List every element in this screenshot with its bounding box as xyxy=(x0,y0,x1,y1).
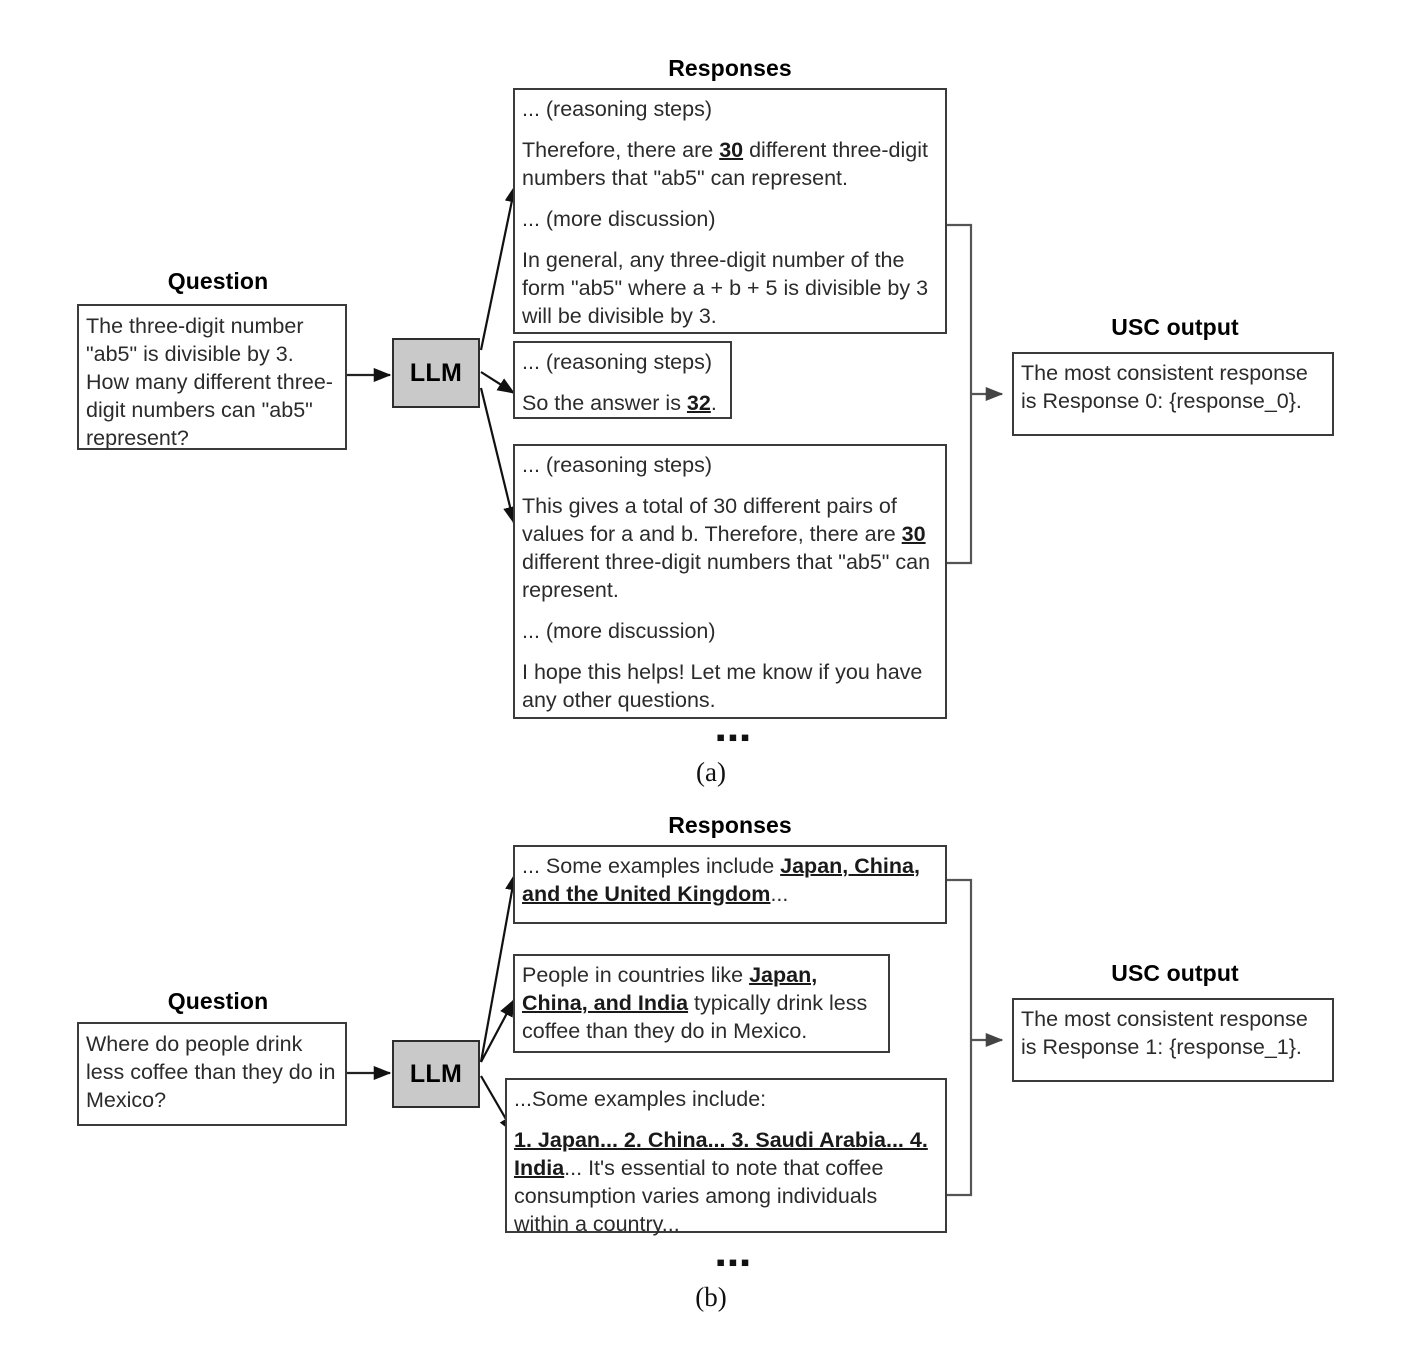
bracket-responses-b xyxy=(946,878,1004,1197)
arrow-llm-to-response-1-a xyxy=(480,371,516,394)
bracket-responses-a xyxy=(946,223,1004,565)
responses-header-b: Responses xyxy=(668,812,792,838)
usc-output-text-a: The most consistent response is Response… xyxy=(1021,361,1308,413)
response-box-a-0: ... (reasoning steps) Therefore, there ar… xyxy=(513,88,947,334)
response-box-a-1: ... (reasoning steps) So the answer is 32… xyxy=(513,341,732,419)
arrow-llm-to-response-1-b xyxy=(480,998,515,1063)
arrow-llm-to-response-0-a xyxy=(479,184,519,351)
question-text-a: The three-digit number "ab5" is divisibl… xyxy=(86,314,333,450)
arrow-llm-to-response-0-b xyxy=(479,872,520,1063)
response-a-1-para-0: ... (reasoning steps) xyxy=(522,350,713,374)
responses-header-a: Responses xyxy=(668,55,792,81)
response-a-2-para-0: ... (reasoning steps) xyxy=(522,453,713,477)
responses-ellipsis-b: ▪▪▪ xyxy=(716,1247,753,1277)
response-b-2-para-1: 1. Japan... 2. China... 3. Saudi Arabia.… xyxy=(514,1127,928,1236)
arrow-llm-to-response-2-a xyxy=(479,387,517,525)
response-box-b-0: ... Some examples include Japan, China, … xyxy=(513,845,947,924)
response-box-b-2: ...Some examples include: 1. Japan... 2. … xyxy=(505,1078,947,1236)
usc-output-box-a: The most consistent response is Response… xyxy=(1012,352,1334,436)
question-box-b: Where do people drink less coffee than t… xyxy=(77,1022,347,1126)
response-a-0-para-2: ... (more discussion) xyxy=(522,206,716,231)
panel-caption-b: (b) xyxy=(695,1282,727,1312)
response-b-0-para-0: ... Some examples include Japan, China, … xyxy=(522,854,920,906)
response-a-0-para-1: Therefore, there are 30 different three-… xyxy=(522,137,928,190)
panel-caption-a: (a) xyxy=(696,757,726,787)
response-a-2-para-2: ... (more discussion) xyxy=(522,618,716,643)
question-box-a: The three-digit number "ab5" is divisibl… xyxy=(77,304,347,450)
response-box-b-1: People in countries like Japan, China, a… xyxy=(513,954,890,1053)
llm-box-a: LLM xyxy=(392,338,480,408)
response-a-0-para-3: In general, any three-digit number of th… xyxy=(522,247,929,328)
response-b-2-para-0: ...Some examples include: xyxy=(514,1087,767,1111)
response-a-2-para-3: I hope this helps! Let me know if you ha… xyxy=(522,659,923,712)
llm-box-b: LLM xyxy=(392,1040,480,1108)
usc-output-header-b: USC output xyxy=(1111,960,1239,986)
response-a-0-para-0: ... (reasoning steps) xyxy=(522,97,713,121)
response-box-a-2: ... (reasoning steps) This gives a total … xyxy=(513,444,947,719)
response-b-1-para-0: People in countries like Japan, China, a… xyxy=(522,963,868,1043)
question-text-b: Where do people drink less coffee than t… xyxy=(86,1032,336,1112)
usc-output-text-b: The most consistent response is Response… xyxy=(1021,1007,1308,1059)
question-header-b: Question xyxy=(167,988,269,1014)
question-header-a: Question xyxy=(167,268,269,294)
usc-output-header-a: USC output xyxy=(1111,314,1239,340)
response-a-1-para-1: So the answer is 32. xyxy=(522,390,717,415)
response-a-2-para-1: This gives a total of 30 different pairs… xyxy=(522,493,931,602)
usc-output-box-b: The most consistent response is Response… xyxy=(1012,998,1334,1082)
responses-ellipsis-a: ▪▪▪ xyxy=(716,722,753,752)
